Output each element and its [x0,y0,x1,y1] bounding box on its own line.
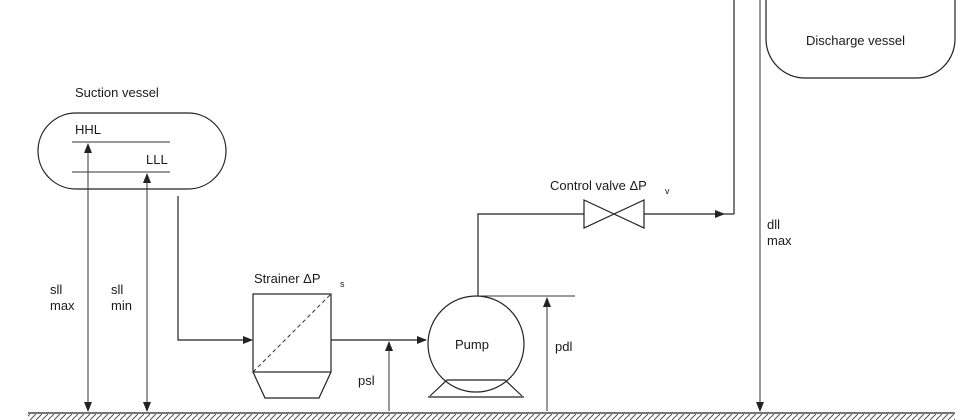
lll-label: LLL [146,152,168,167]
discharge-vessel [765,0,956,79]
pump-label: Pump [455,337,489,352]
sll-min-label-2: min [111,298,132,313]
strainer-label: Strainer ΔP [254,271,321,286]
strainer-subscript: s [340,279,345,289]
sll-min-label-1: sll [111,282,123,297]
dll-max-label-1: dll [767,217,780,232]
sll-max-label-2: max [50,298,75,313]
discharge-vessel-label: Discharge vessel [806,33,905,48]
control-valve [583,199,645,229]
dll-max-label-2: max [767,233,792,248]
sll-max-label-1: sll [50,282,62,297]
discharge-pipe-to-valve [477,213,584,296]
psl-label: psl [358,373,375,388]
suction-vessel [37,112,227,190]
control-valve-subscript: v [665,186,670,196]
pdl-label: pdl [555,339,572,354]
suction-vessel-label: Suction vessel [75,85,159,100]
pump [427,295,525,398]
hhl-label: HHL [75,122,101,137]
strainer [252,293,332,399]
control-valve-label: Control valve ΔP [550,178,647,193]
suction-pipe [177,196,253,344]
ground-line [28,412,955,420]
